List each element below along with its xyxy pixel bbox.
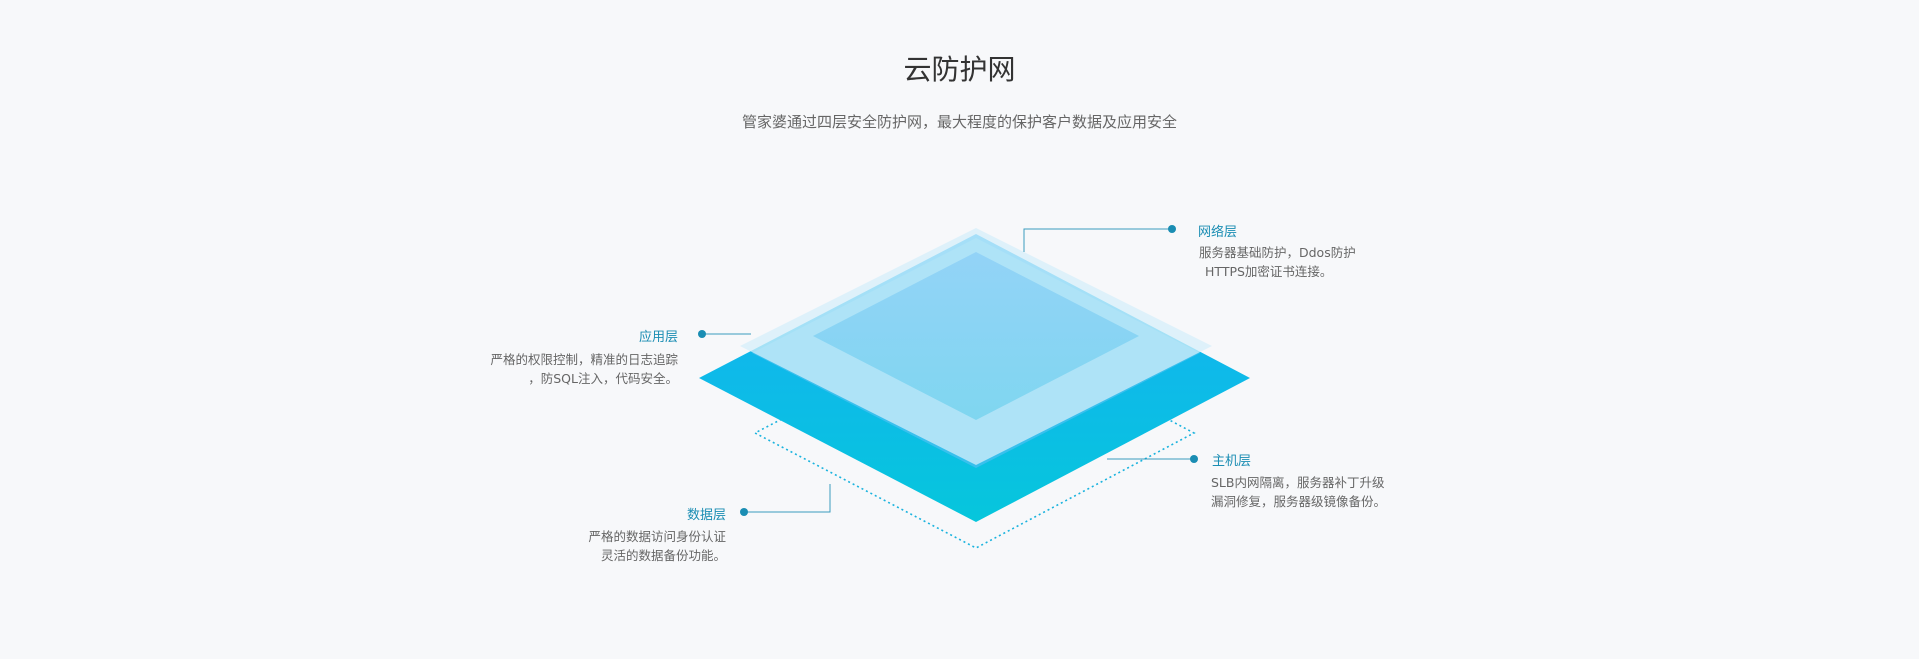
desc-line: 严格的权限控制，精准的日志追踪 [490, 352, 678, 367]
network-layer-desc: 服务器基础防护，Ddos防护 HTTPS加密证书连接。 [1199, 243, 1356, 281]
network-dot [1168, 225, 1176, 233]
desc-line: SLB内网隔离，服务器补丁升级 [1211, 475, 1385, 490]
data-leader-line [744, 484, 831, 513]
app-dot [698, 330, 706, 338]
host-layer-label: 主机层 [1212, 454, 1252, 469]
host-dot [1190, 455, 1198, 463]
page-title: 云防护网 [903, 53, 1016, 86]
data-layer-desc: 严格的数据访问身份认证 灵活的数据备份功能。 [588, 527, 726, 565]
desc-line: 严格的数据访问身份认证 [588, 529, 726, 544]
data-dot [740, 508, 748, 516]
desc-line: 灵活的数据备份功能。 [600, 548, 726, 563]
desc-line: 服务器基础防护，Ddos防护 [1199, 245, 1356, 260]
desc-line: ，防SQL注入，代码安全。 [528, 371, 678, 386]
app-layer-desc: 严格的权限控制，精准的日志追踪 ，防SQL注入，代码安全。 [490, 350, 678, 388]
network-leader-line [1023, 228, 1172, 252]
desc-line: HTTPS加密证书连接。 [1205, 264, 1333, 279]
data-layer-label: 数据层 [686, 508, 726, 523]
page-subtitle: 管家婆通过四层安全防护网，最大程度的保护客户数据及应用安全 [741, 113, 1177, 131]
desc-line: 漏洞修复，服务器级镜像备份。 [1211, 494, 1387, 509]
app-layer-label: 应用层 [638, 330, 678, 345]
network-layer-diamond [813, 252, 1139, 420]
host-layer-desc: SLB内网隔离，服务器补丁升级 漏洞修复，服务器级镜像备份。 [1211, 473, 1386, 511]
network-layer-label: 网络层 [1198, 225, 1238, 240]
